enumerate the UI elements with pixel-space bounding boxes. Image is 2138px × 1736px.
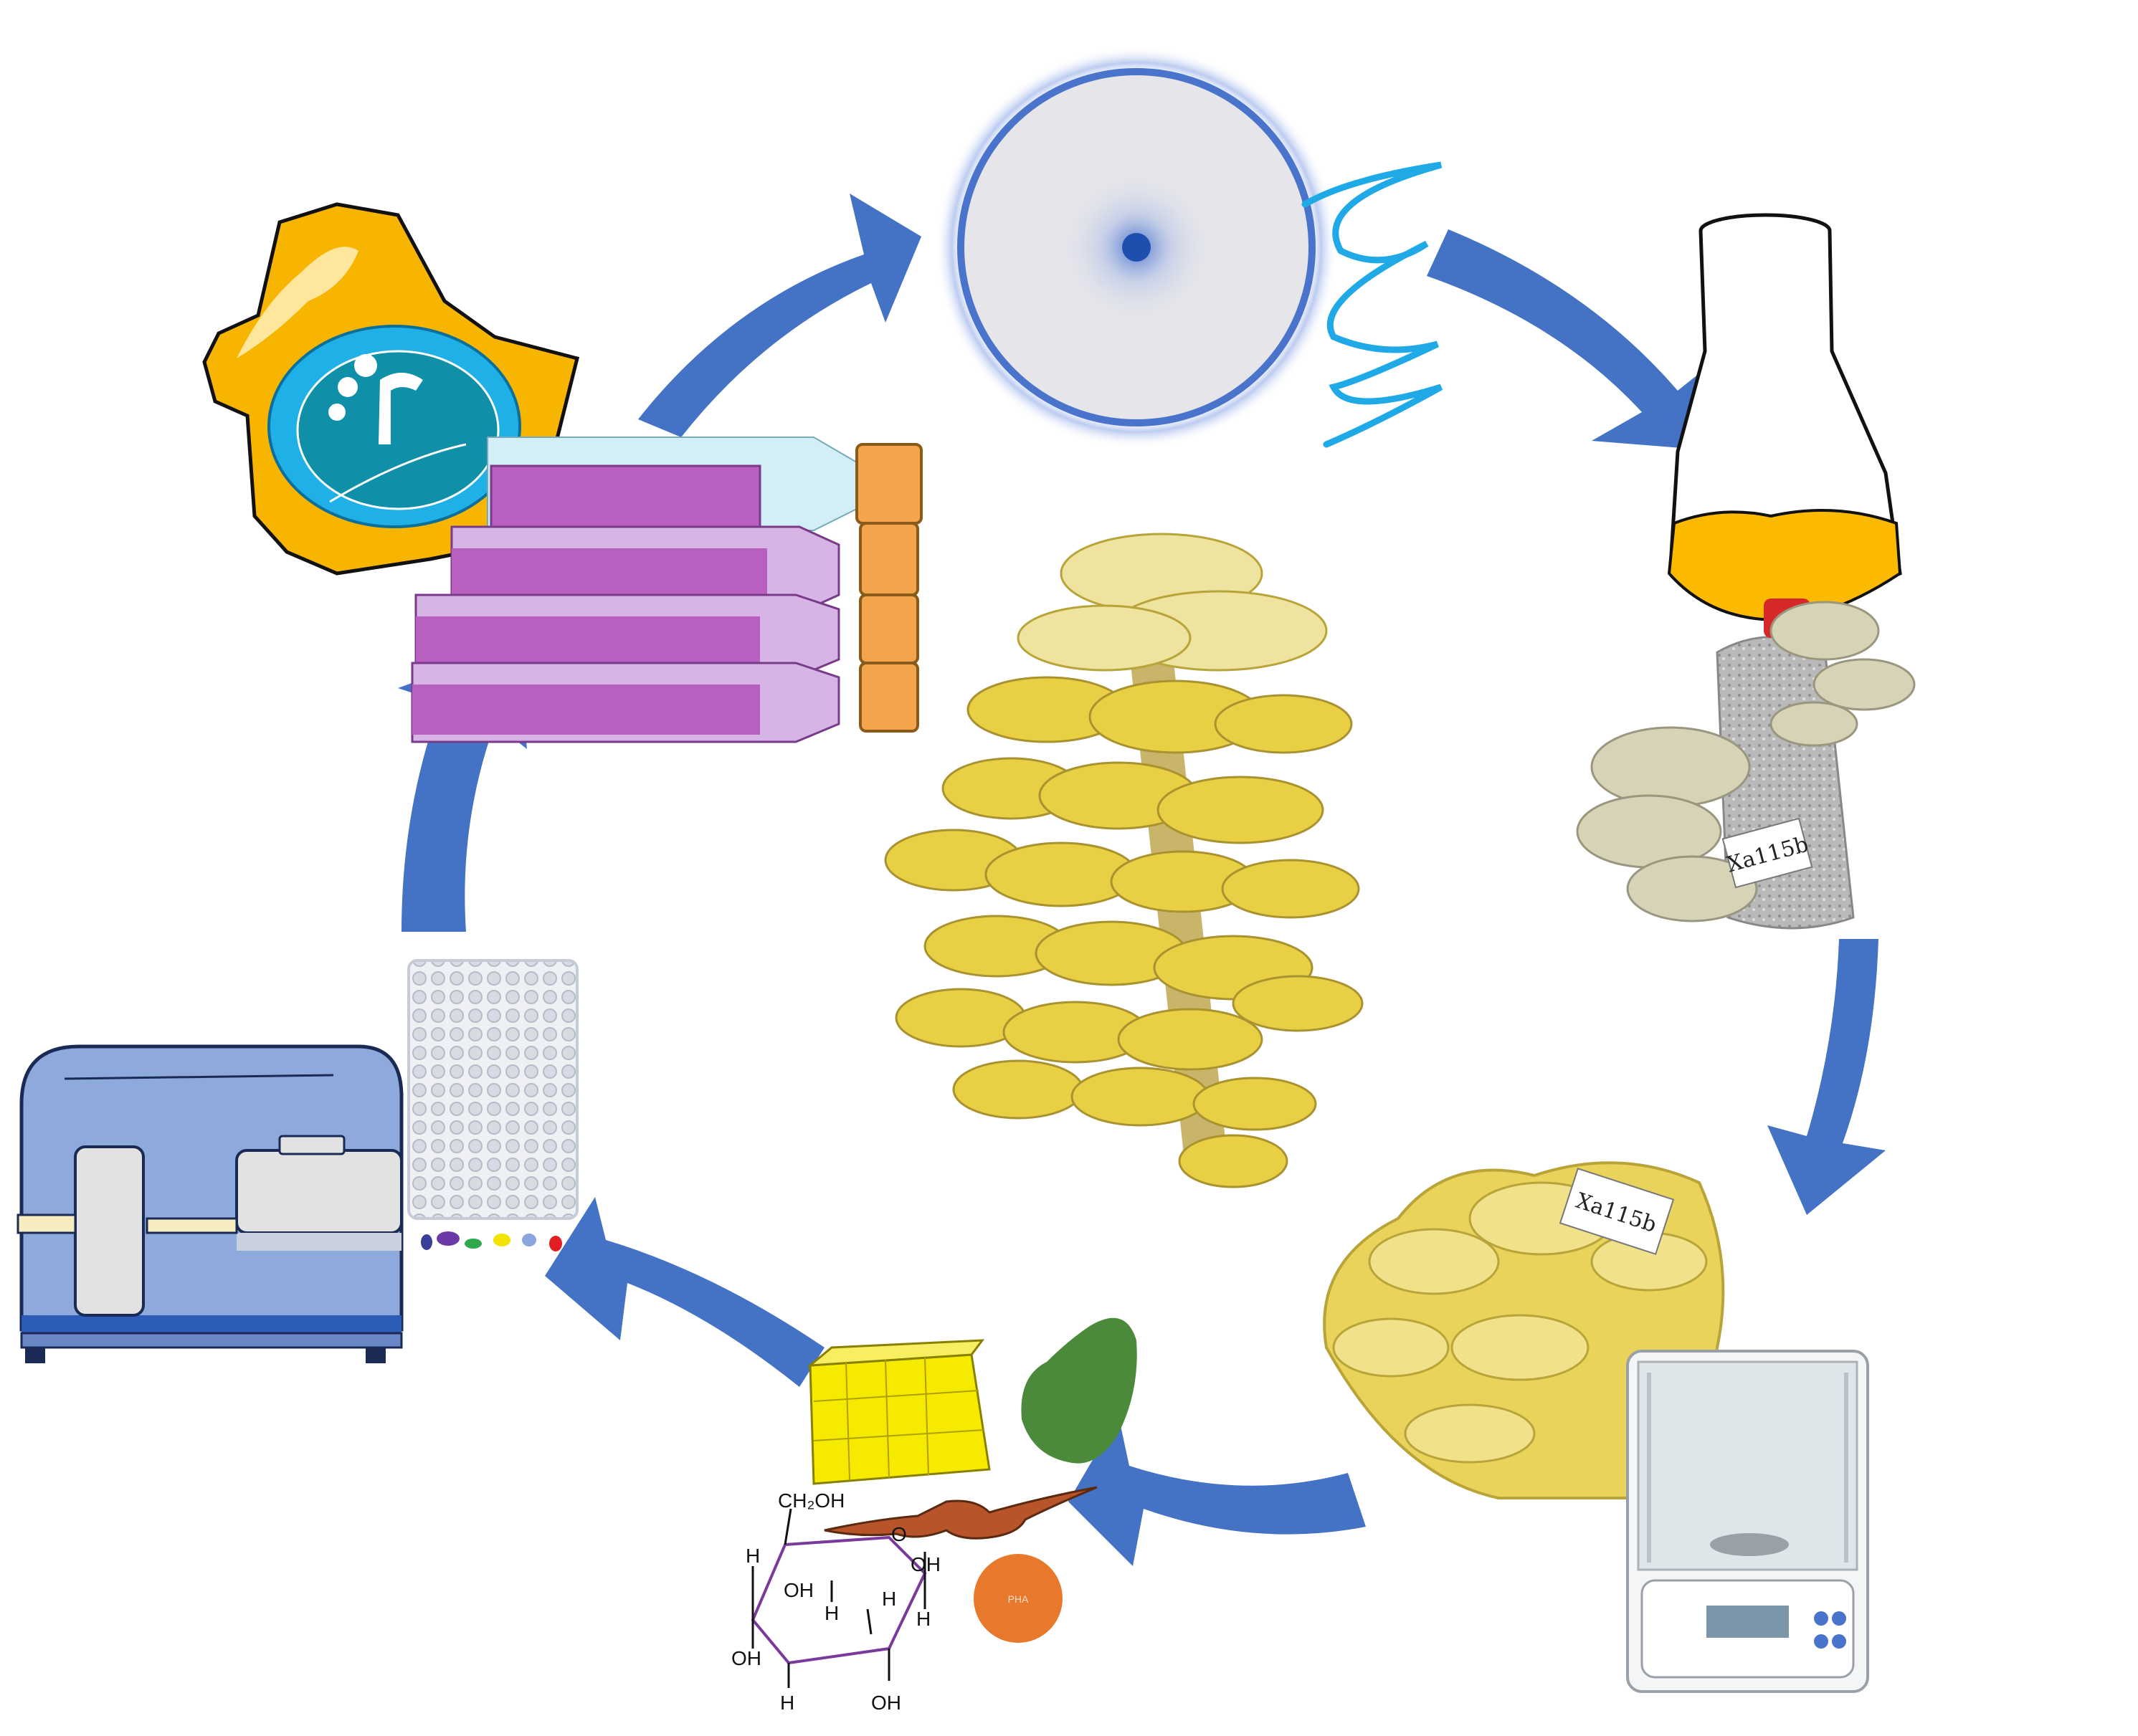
orange-blob-text: PHA [1008,1593,1029,1605]
petri-dish-icon [936,47,1443,448]
culture-flask [411,662,840,743]
orange-blob-icon [974,1554,1063,1643]
arrow-to-erlenmeyer [1427,229,1714,448]
analytical-balance-icon [1626,1350,1869,1693]
ring-oxygen-label: O [891,1523,907,1545]
culture-flask [450,525,840,614]
arrow-to-petri-dish [638,194,921,437]
arrow-to-extract [1068,1416,1366,1566]
h-right-lower-label: H [916,1608,931,1630]
culture-flask [487,437,857,535]
green-blob-icon [1021,1317,1137,1464]
harvested-mushroom-icon: Xa115b [1323,1161,1725,1499]
ch2oh-label: CH₂OH [778,1489,845,1512]
culture-flask-stack-icon [411,437,923,743]
well-plate-icon [407,959,579,1251]
oh-top-right-label: OH [911,1553,941,1575]
h-right-upper-label: H [882,1588,896,1610]
h-bottom-left-label: H [780,1692,794,1714]
h-left-upper-label: H [746,1545,760,1567]
spring-icon [1301,161,1443,448]
polysaccharide-structure-icon: CH₂OH O OH H OH H H H OH H OH [731,1489,941,1714]
oh-left-label: OH [731,1647,761,1669]
cancer-cell-icon [202,202,580,576]
mushroom-cluster-icon [884,533,1364,1188]
flask-caps [855,443,923,733]
cultivation-bag-icon: Xa115b [1576,598,1916,930]
extract-materials-group: PHA CH₂OH O OH H OH H H H OH [731,1317,1137,1714]
mushroom-caps [884,676,1364,1188]
h-mid-label: H [825,1602,839,1624]
fibroblast-cell-icon [824,1486,1098,1540]
microplate-reader-icon [16,1044,404,1363]
yellow-cube-icon [807,1339,991,1485]
oh-bottom-label: OH [871,1692,901,1714]
color-dots [421,1231,562,1251]
erlenmeyer-flask-icon [1667,213,1902,622]
oh-mid-label: OH [784,1579,814,1601]
arrow-to-reader [545,1197,825,1387]
arrow-to-harvest [1767,939,1886,1215]
